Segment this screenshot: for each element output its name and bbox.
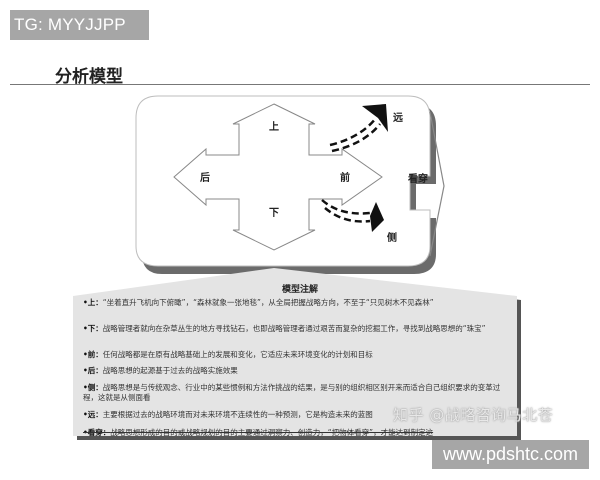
side-dashed-path: [321, 199, 371, 215]
notes-title: 模型注解: [281, 285, 318, 295]
note-up: •上：“坐着直升飞机向下俯瞰”，“森林就象一张地毯”，从全局把握战略方向，不至于…: [83, 298, 434, 307]
far-arrowhead-icon: [362, 104, 388, 132]
note-back: •后：战略思想的起源基于过去的战略实施效果: [83, 366, 238, 375]
label-side: 侧: [387, 231, 397, 244]
side-arrowhead-icon: [370, 202, 384, 232]
page-title: 分析模型: [55, 67, 123, 87]
note-front: •前：任何战略都是在原有战略基础上的发展和变化，它适应未来环境变化的计划和目标: [83, 350, 373, 359]
label-front: 前: [340, 171, 350, 184]
note-side: •侧：战略思想是与传统观念、行业中的某些惯例和方法作挑战的结果，是与别的组织相区…: [83, 383, 501, 402]
label-see-through: 看穿: [408, 172, 428, 185]
note-see-through: •看穿：战略思想形成的目的或战略规划的目的主要通过洞察力、创造力，“把物体看穿”…: [83, 428, 434, 437]
far-dashed-path: [329, 117, 377, 147]
notes-panel: [73, 268, 517, 436]
zhihu-watermark: 知乎 @战略咨询马北苍: [393, 406, 554, 424]
see-through-chevron: [429, 111, 445, 257]
watermark-badge: TG: MYYJJPP: [10, 10, 149, 40]
label-far: 远: [393, 112, 403, 124]
cross-arrow-icon: [173, 103, 383, 251]
label-back: 后: [200, 171, 210, 184]
note-down: •下：战略管理者就向在杂草丛生的地方寻找钻石，也即战略管理者通过艰苦而复杂的挖掘…: [83, 324, 486, 333]
site-watermark: www.pdshtc.com: [432, 440, 589, 469]
label-down: 下: [269, 207, 279, 219]
note-far: •远：主要根据过去的战略环境而对未来环境不连续性的一种预测，它是构造未来的蓝图: [83, 410, 373, 419]
label-up: 上: [269, 120, 279, 133]
title-divider: [10, 84, 590, 85]
